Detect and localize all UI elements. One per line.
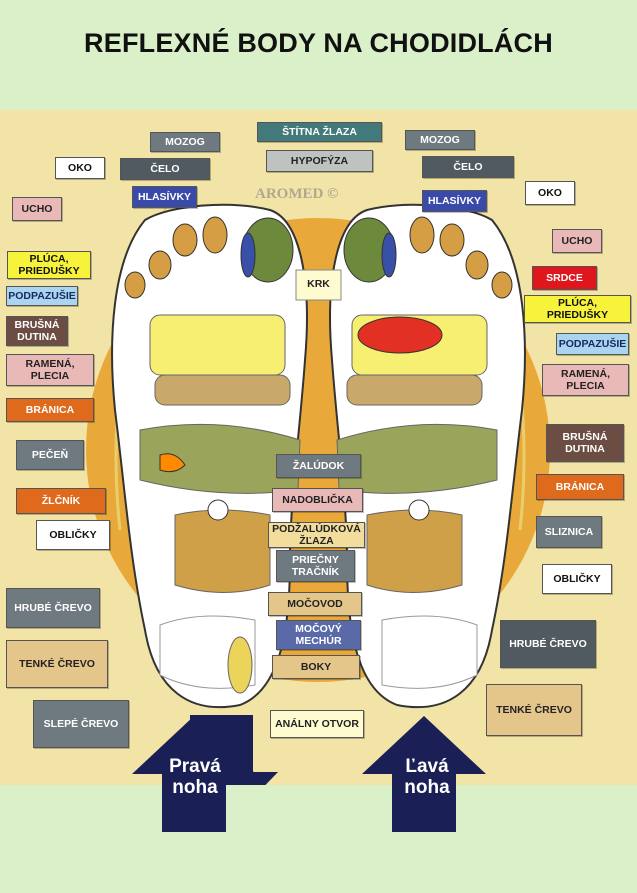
label-stitna-zlaza: ŠTÍTNA ŽLAZA — [257, 122, 382, 142]
label-hrube-crevo-left: HRUBÉ ČREVO — [6, 588, 100, 628]
label-hypofyza: HYPOFÝZA — [266, 150, 373, 172]
label-brusna-left: BRUŠNÁ DUTINA — [6, 316, 68, 346]
label-tenke-crevo-left: TENKÉ ČREVO — [6, 640, 108, 688]
label-slepe-crevo: SLEPÉ ČREVO — [33, 700, 129, 748]
label-podpazusie-right: PODPAZUŠIE — [556, 333, 629, 355]
label-podpazusie-left: PODPAZUŠIE — [6, 286, 78, 306]
left-foot — [329, 203, 526, 709]
label-pluca-right: PLÚCA, PRIEDUŠKY — [524, 295, 631, 323]
label-sliznica: SLIZNICA — [536, 516, 602, 548]
watermark-text: AROMED © — [255, 186, 339, 202]
label-branica-right: BRÁNICA — [536, 474, 624, 500]
label-srdce: SRDCE — [532, 266, 597, 290]
label-mocovy-mechur: MOČOVÝ MECHÚR — [276, 620, 361, 650]
label-ramena-right: RAMENÁ, PLECIA — [542, 364, 629, 396]
label-priecny-tracnik: PRIEČNY TRAČNÍK — [276, 550, 355, 582]
krk-area — [295, 269, 342, 301]
label-mozog-right: MOZOG — [405, 130, 475, 150]
diagram-board: MOZOG ŠTÍTNA ŽLAZA MOZOG OKO ČELO HYPOFÝ… — [0, 110, 637, 785]
label-hrube-crevo-right: HRUBÉ ČREVO — [500, 620, 596, 668]
right-foot-label: Pravá noha — [169, 756, 221, 798]
label-ramena-left: RAMENÁ, PLECIA — [6, 354, 94, 386]
foot-diagram — [86, 189, 550, 785]
label-analny-otvor: ANÁLNY OTVOR — [270, 710, 364, 738]
label-nadoblicka: NADOBLIČKA — [272, 488, 363, 512]
label-krk: KRK — [307, 278, 330, 290]
label-mozog-left: MOZOG — [150, 132, 220, 152]
page-title: REFLEXNÉ BODY NA CHODIDLÁCH — [84, 28, 553, 58]
label-pecen: PEČEŇ — [16, 440, 84, 470]
label-branica-left: BRÁNICA — [6, 398, 94, 422]
label-oblicky-right: OBLIČKY — [542, 564, 612, 594]
label-hlasivky-left: HLASÍVKY — [132, 186, 197, 208]
label-tenke-crevo-right: TENKÉ ČREVO — [486, 684, 582, 736]
label-zaludok: ŽALÚDOK — [276, 454, 361, 478]
label-oblicky-left: OBLIČKY — [36, 520, 110, 550]
label-hlasivky-right: HLASÍVKY — [422, 190, 487, 212]
label-podzaludkova: PODŽALÚDKOVÁ ŽĽAZA — [268, 522, 365, 548]
right-foot — [111, 203, 308, 709]
label-ucho-left: UCHO — [12, 197, 62, 221]
label-oko-left: OKO — [55, 157, 105, 179]
label-pluca-left: PLÚCA, PRIEDUŠKY — [7, 251, 91, 279]
label-celo-right: ČELO — [422, 156, 514, 178]
label-oko-right: OKO — [525, 181, 575, 205]
left-foot-label: Ľavá noha — [404, 756, 450, 798]
label-zlcnik: ŽLČNÍK — [16, 488, 106, 514]
label-ucho-right: UCHO — [552, 229, 602, 253]
label-celo-left: ČELO — [120, 158, 210, 180]
label-boky: BOKY — [272, 655, 360, 679]
label-mocovod: MOČOVOD — [268, 592, 362, 616]
label-brusna-right: BRUŠNÁ DUTINA — [546, 424, 624, 462]
